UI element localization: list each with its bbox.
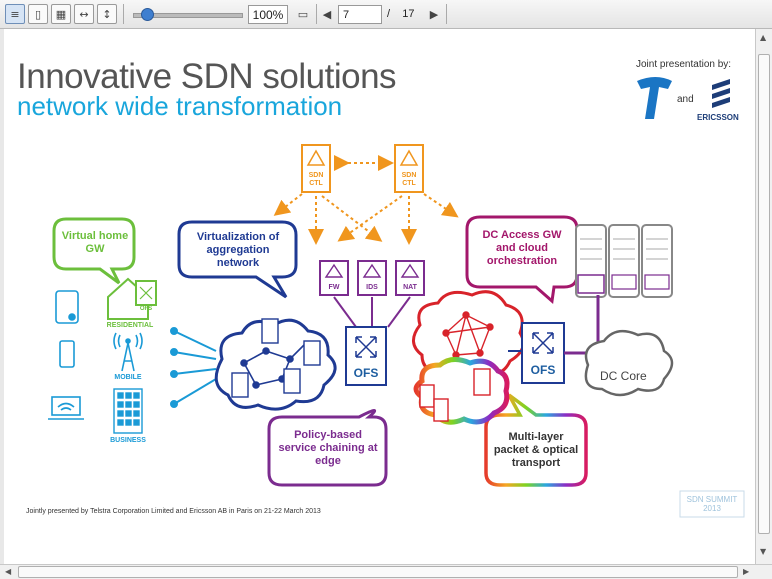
multilayer-text: Multi-layer packet & optical transport xyxy=(493,431,579,469)
business-label: BUSINESS xyxy=(110,437,146,444)
aggregation-bubble xyxy=(177,220,298,299)
summit-logo-text: SDN SUMMIT 2013 xyxy=(686,495,738,513)
sdn-ctl-label: SDN CTL xyxy=(401,172,417,187)
fit-width-icon[interactable]: ↔ xyxy=(74,4,94,24)
tablet-icon xyxy=(55,290,79,324)
scroll-left-icon[interactable]: ◀ xyxy=(5,567,12,576)
fit-height-icon[interactable]: ↕ xyxy=(97,4,117,24)
sdn-controller-icon xyxy=(301,144,331,193)
sdn-summit-logo-icon xyxy=(679,490,745,518)
sdn-controller-icon xyxy=(394,144,424,193)
business-building-icon xyxy=(113,388,143,434)
telstra-logo-icon xyxy=(637,77,672,119)
smartphone-icon xyxy=(59,340,75,368)
residential-house-icon xyxy=(107,277,157,320)
ofs-center-label: OFS xyxy=(353,366,379,380)
dc-access-text: DC Access GW and cloud orchestration xyxy=(482,229,562,267)
access-links xyxy=(170,327,217,408)
thumbnail-grid-icon[interactable]: ▦ xyxy=(51,4,71,24)
vertical-scroll-thumb[interactable] xyxy=(758,54,770,534)
toolbar-divider xyxy=(316,4,317,24)
next-page-icon[interactable]: ▶ xyxy=(429,7,439,21)
page-count: / 17 xyxy=(387,8,415,20)
footer-text: Jointly presented by Telstra Corporation… xyxy=(26,508,321,515)
dc-core-label: DC Core xyxy=(600,369,647,383)
controller-arrows xyxy=(273,155,459,245)
ids-label: IDS xyxy=(366,284,378,291)
slide-graphics xyxy=(48,77,745,518)
scroll-right-icon[interactable]: ▶ xyxy=(743,567,750,576)
virtual-home-text: Virtual home GW xyxy=(61,230,129,255)
page-separator: / xyxy=(387,8,391,20)
mobile-label: MOBILE xyxy=(114,374,142,381)
and-label: and xyxy=(677,94,694,105)
slide-title: Innovative SDN solutions xyxy=(17,57,397,96)
page-total: 17 xyxy=(402,8,415,20)
dc-core-cloud xyxy=(584,329,674,397)
single-page-view-icon[interactable]: ≡ xyxy=(5,4,25,24)
ofs-right-label: OFS xyxy=(530,363,556,377)
vertical-scrollbar[interactable]: ▲ ▼ xyxy=(755,29,772,564)
previous-page-icon[interactable]: ◀ xyxy=(322,7,332,21)
horizontal-scrollbar[interactable]: ◀ ▶ xyxy=(0,564,772,579)
slide-subtitle: network wide transformation xyxy=(17,91,343,121)
toolbar-divider xyxy=(446,4,447,24)
policy-text: Policy-based service chaining at edge xyxy=(278,429,378,467)
virtual-home-bubble xyxy=(52,217,136,285)
ofs-small-label: OFS xyxy=(139,306,153,312)
zoom-slider-thumb[interactable] xyxy=(141,8,154,21)
policy-bubble xyxy=(267,409,388,487)
aggregation-text: Virtualization of aggregation network xyxy=(196,231,280,269)
two-page-view-icon[interactable]: ▯ xyxy=(28,4,48,24)
ericsson-label: ERICSSON xyxy=(697,113,739,122)
scroll-down-icon[interactable]: ▼ xyxy=(760,547,767,556)
service-chain-links xyxy=(333,296,411,328)
residential-label: RESIDENTIAL xyxy=(106,322,154,329)
toolbar-divider xyxy=(123,4,124,24)
aggregation-cloud xyxy=(214,318,337,411)
mobile-tower-icon xyxy=(113,332,143,372)
server-rack-icon xyxy=(575,224,673,298)
slide-page: Innovative SDN solutions network wide tr… xyxy=(4,29,755,564)
service-function-boxes xyxy=(319,260,425,296)
ofs-switch-center-icon xyxy=(345,326,387,386)
joint-presentation-label: Joint presentation by: xyxy=(636,59,732,70)
zoom-level-field[interactable]: 100% xyxy=(248,5,288,24)
page-number-input[interactable]: 7 xyxy=(338,5,382,24)
zoom-slider-track[interactable] xyxy=(133,13,243,18)
fullscreen-monitor-icon[interactable]: ▭ xyxy=(297,7,309,21)
multilayer-bubble xyxy=(484,393,588,487)
ofs-switch-right-icon xyxy=(521,322,565,384)
laptop-icon xyxy=(48,396,84,420)
ericsson-logo-icon xyxy=(712,79,730,108)
nat-label: NAT xyxy=(403,284,417,291)
optical-transport-cloud xyxy=(413,357,510,425)
horizontal-scroll-thumb[interactable] xyxy=(18,566,738,578)
toolbar: ≡ ▯ ▦ ↔ ↕ 100% ▭ ◀ 7 / 17 ▶ xyxy=(0,0,772,29)
fw-label: FW xyxy=(328,284,340,291)
sdn-ctl-label: SDN CTL xyxy=(308,172,324,187)
small-ofs-switch-icon xyxy=(231,318,321,398)
scroll-up-icon[interactable]: ▲ xyxy=(760,33,767,42)
